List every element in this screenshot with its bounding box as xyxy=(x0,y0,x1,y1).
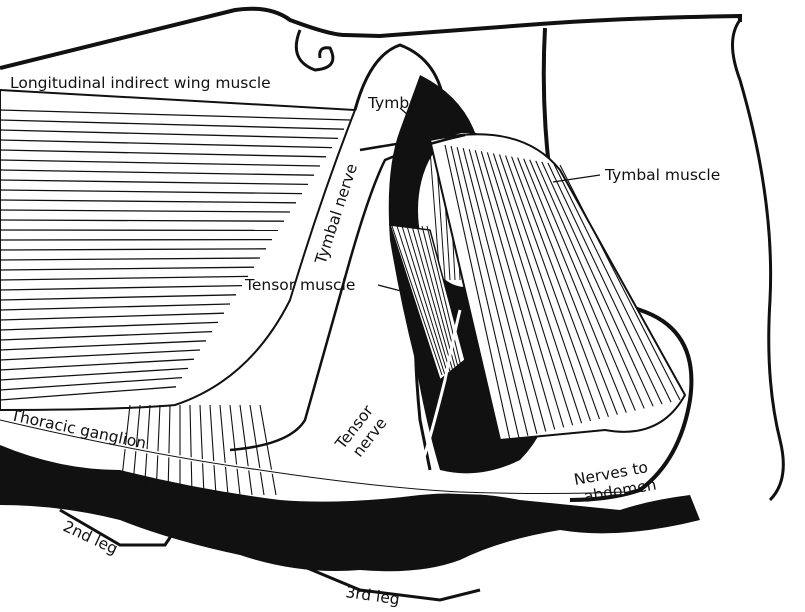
label-tymbal-muscle: Tymbal muscle xyxy=(604,166,720,184)
thorax-outline xyxy=(0,9,740,68)
hatch-line xyxy=(190,405,192,495)
phragma-notch xyxy=(296,30,333,70)
hatch-line xyxy=(210,405,216,495)
label-tymbal: Tymbal xyxy=(367,94,423,112)
label-second-leg: 2nd leg xyxy=(60,517,120,558)
label-third-leg: 3rd leg xyxy=(344,583,400,607)
longitudinal-muscle xyxy=(0,90,355,410)
hatch-line xyxy=(220,405,228,495)
hatch-line xyxy=(200,405,204,495)
abdominal-segment-2 xyxy=(733,20,784,500)
label-longitudinal-muscle: Longitudinal indirect wing muscle xyxy=(10,74,271,92)
label-tensor-muscle: Tensor muscle xyxy=(244,276,355,294)
